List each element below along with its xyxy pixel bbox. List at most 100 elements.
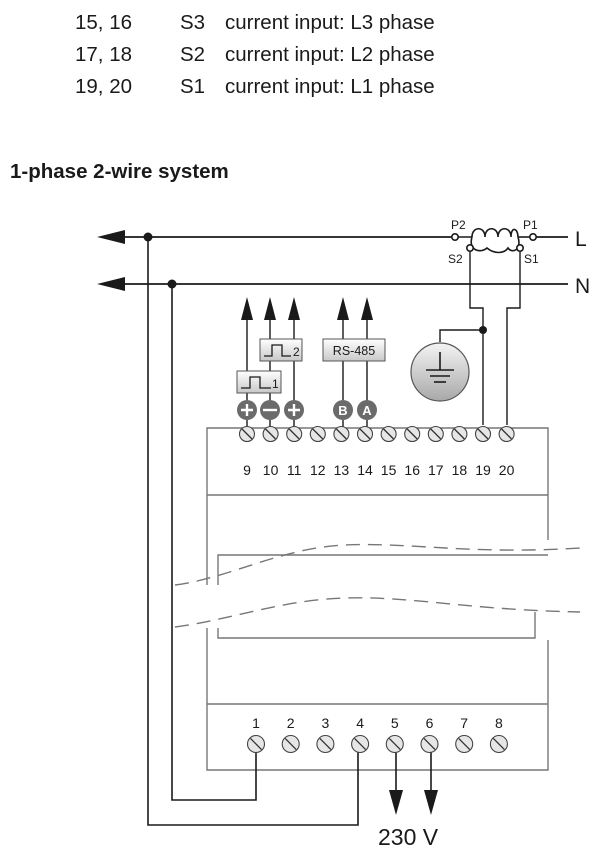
earth-icon	[410, 342, 470, 402]
rs485-label: RS-485	[333, 344, 375, 358]
terminal-number: 11	[287, 462, 302, 478]
meter-device	[174, 427, 581, 771]
device-window-bottom	[217, 612, 536, 639]
ct-s2-label: S2	[448, 252, 463, 266]
terminal-screw	[286, 425, 303, 443]
pulse-icon	[241, 376, 271, 389]
legend-code: S3	[180, 11, 206, 34]
earth-junction	[479, 326, 487, 334]
legend-code: S1	[180, 75, 206, 98]
terminal-number: 4	[356, 715, 364, 731]
line-l-arrow	[97, 230, 125, 244]
pulse-plus-badge	[284, 400, 304, 420]
terminal-badges: B A	[237, 400, 377, 420]
terminal-screw	[262, 425, 279, 443]
terminal-legend: 15, 16 S3 current input: L3 phase 17, 18…	[0, 0, 600, 110]
supply-lines	[118, 236, 568, 285]
legend-code: S2	[180, 43, 206, 66]
ct-p1-label: P1	[523, 218, 538, 232]
supply-output	[395, 752, 432, 795]
terminal-screw	[420, 734, 439, 754]
rs485-a-badge: A	[357, 400, 377, 420]
output-6-arrow	[424, 790, 438, 815]
output-arrow-icon	[241, 297, 253, 320]
device-bottom-outline	[206, 628, 549, 771]
pulse-output-2-label: 2	[293, 345, 300, 359]
supply-voltage-label: 230 V	[378, 824, 439, 850]
pulse-output-1-box: 1	[236, 370, 282, 394]
pulse-output-2-box: 2	[259, 338, 303, 362]
terminal-screw	[474, 425, 492, 443]
pulse-plus-badge	[237, 400, 257, 420]
terminal-screw	[489, 734, 508, 754]
terminal-number: 7	[460, 715, 468, 731]
terminal-screw	[455, 734, 474, 754]
terminal-number: 6	[426, 715, 434, 731]
terminal-number: 18	[452, 462, 468, 478]
break-line-lower	[174, 597, 581, 628]
supply-feeds	[147, 237, 359, 826]
terminal-screw	[380, 425, 397, 443]
legend-description: current input: L2 phase	[225, 43, 435, 66]
output-arrow-icon	[288, 297, 300, 320]
legend-terminals: 15, 16	[75, 11, 132, 34]
pulse-minus-badge	[260, 400, 280, 420]
output-arrow-icon	[264, 297, 276, 320]
break-line-upper	[174, 543, 581, 586]
terminal-screw	[351, 734, 370, 754]
terminal-screw	[385, 734, 404, 754]
terminal-number: 16	[404, 462, 420, 478]
terminal-screw	[404, 425, 421, 443]
ct-secondary-wires	[439, 252, 521, 425]
terminal-screw	[498, 425, 515, 443]
terminal-number: 19	[475, 462, 491, 478]
line-l-label: L	[575, 228, 587, 251]
legend-description: current input: L3 phase	[225, 11, 435, 34]
terminal-number: 15	[381, 462, 397, 478]
svg-text:A: A	[362, 403, 372, 418]
terminal-number: 17	[428, 462, 444, 478]
terminal-number: 9	[243, 462, 251, 478]
terminal-screw	[309, 425, 326, 443]
terminal-number: 20	[499, 462, 515, 478]
legend-description: current input: L1 phase	[225, 75, 435, 98]
signal-arrows	[241, 297, 373, 320]
terminal-number: 1	[252, 715, 260, 731]
device-top-outline	[206, 427, 549, 585]
terminal-screw	[238, 425, 256, 443]
diagram-heading: 1-phase 2-wire system	[10, 160, 229, 183]
rs485-box: RS-485	[322, 338, 386, 362]
line-n-label: N	[575, 275, 590, 298]
current-transformer	[450, 227, 537, 254]
terminal-screw	[281, 734, 300, 754]
output-5-arrow	[389, 790, 403, 815]
legend-terminals: 19, 20	[75, 75, 132, 98]
terminal-number: 2	[287, 715, 295, 731]
terminal-number: 8	[495, 715, 503, 731]
terminal-number: 12	[310, 462, 326, 478]
top-terminal-block: 9 10 11 12 13 14 15 16 17 18 19 20	[238, 425, 515, 478]
terminal-screw	[333, 425, 350, 443]
terminal-number: 3	[322, 715, 330, 731]
ct-p2-label: P2	[451, 218, 466, 232]
junction-n	[167, 279, 177, 289]
output-arrow-icon	[361, 297, 373, 320]
terminal-screw	[451, 425, 468, 443]
terminal-number: 10	[263, 462, 279, 478]
terminal-screw	[356, 425, 374, 443]
line-n-arrow	[97, 277, 125, 291]
pulse-icon	[264, 344, 291, 357]
pulse-output-1-label: 1	[272, 377, 279, 391]
terminal-number: 13	[334, 462, 350, 478]
rs485-b-badge: B	[333, 400, 353, 420]
terminal-screw	[316, 734, 335, 754]
legend-terminals: 17, 18	[75, 43, 132, 66]
terminal-number: 5	[391, 715, 399, 731]
bottom-terminal-block: 1 2 3 4 5 6 7 8	[246, 715, 508, 754]
terminal-screw	[246, 734, 266, 754]
terminal-screw	[427, 425, 444, 443]
output-arrow-icon	[337, 297, 349, 320]
ct-s1-label: S1	[524, 252, 539, 266]
terminal-number: 14	[357, 462, 373, 478]
